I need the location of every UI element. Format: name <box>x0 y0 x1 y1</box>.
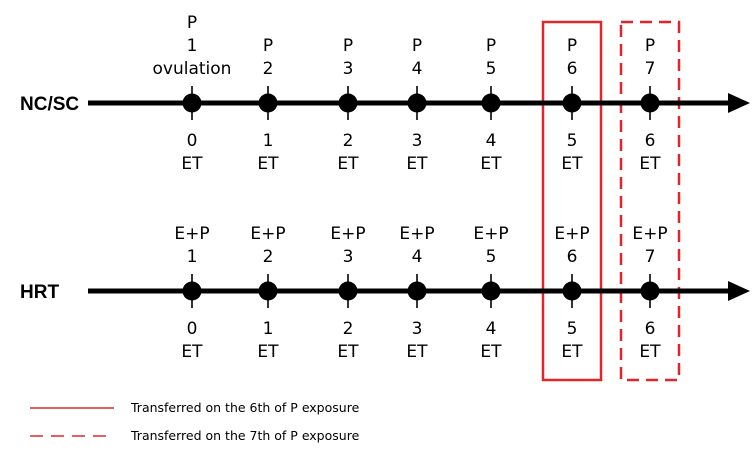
bottom-label: ET <box>337 154 359 174</box>
top-label: P <box>567 36 577 56</box>
bottom-label: 0 <box>187 319 198 339</box>
top-label: P <box>645 36 655 56</box>
timeline-node <box>481 281 501 301</box>
top-label: E+P <box>473 224 508 244</box>
legend-label-dashed: Transferred on the 7th of P exposure <box>130 428 360 443</box>
highlight-box-dashed <box>619 20 681 382</box>
bottom-label: 1 <box>263 131 274 151</box>
bottom-label: ET <box>257 342 279 362</box>
top-label: 7 <box>645 59 656 79</box>
timeline-node <box>258 281 278 301</box>
top-label: 1 <box>187 247 198 267</box>
highlight-box-solid <box>541 20 603 382</box>
timeline-node <box>481 93 501 113</box>
timeline-node <box>258 93 278 113</box>
timeline-node <box>338 281 358 301</box>
timeline-node <box>407 93 427 113</box>
top-label: 3 <box>343 247 354 267</box>
top-label: P <box>486 36 496 56</box>
bottom-label: 5 <box>567 319 578 339</box>
bottom-label: 6 <box>645 319 656 339</box>
arrow-head-icon <box>728 281 750 301</box>
bottom-label: ET <box>181 342 203 362</box>
top-label: 2 <box>263 59 274 79</box>
bottom-label: ET <box>406 342 428 362</box>
top-label: 7 <box>645 247 656 267</box>
bottom-label: ET <box>561 154 583 174</box>
top-label: E+P <box>330 224 365 244</box>
top-label: E+P <box>554 224 589 244</box>
top-label: 6 <box>567 59 578 79</box>
arrow-head-icon <box>728 93 750 113</box>
bottom-label: ET <box>480 342 502 362</box>
top-label: 5 <box>486 247 497 267</box>
top-label: 1 <box>187 36 198 56</box>
row-label-hrt: HRT <box>20 282 59 303</box>
top-label: 3 <box>343 59 354 79</box>
bottom-label: 2 <box>343 319 354 339</box>
top-label: E+P <box>250 224 285 244</box>
top-label: ovulation <box>153 59 232 79</box>
timeline-node <box>562 93 582 113</box>
bottom-label: ET <box>257 154 279 174</box>
bottom-label: 3 <box>412 131 423 151</box>
bottom-label: 4 <box>486 131 497 151</box>
bottom-label: 3 <box>412 319 423 339</box>
bottom-label: ET <box>406 154 428 174</box>
bottom-label: ET <box>639 154 661 174</box>
bottom-label: ET <box>181 154 203 174</box>
top-label: 2 <box>263 247 274 267</box>
top-label: E+P <box>174 224 209 244</box>
timeline-node <box>562 281 582 301</box>
top-label: 5 <box>486 59 497 79</box>
bottom-label: 1 <box>263 319 274 339</box>
timeline-node <box>182 93 202 113</box>
top-label: P <box>187 13 197 33</box>
top-label: 4 <box>412 59 423 79</box>
bottom-label: 0 <box>187 131 198 151</box>
top-label: P <box>412 36 422 56</box>
bottom-label: 6 <box>645 131 656 151</box>
timeline-node <box>338 93 358 113</box>
bottom-label: 5 <box>567 131 578 151</box>
timeline-node <box>182 281 202 301</box>
top-label: 4 <box>412 247 423 267</box>
bottom-label: ET <box>639 342 661 362</box>
top-label: P <box>343 36 353 56</box>
bottom-label: ET <box>480 154 502 174</box>
bottom-label: 4 <box>486 319 497 339</box>
top-label: E+P <box>399 224 434 244</box>
top-label: E+P <box>632 224 667 244</box>
timeline-node <box>640 93 660 113</box>
timeline-node <box>640 281 660 301</box>
top-label: P <box>263 36 273 56</box>
legend-label-solid: Transferred on the 6th of P exposure <box>130 400 360 415</box>
timeline-node <box>407 281 427 301</box>
row-label-nc-sc: NC/SC <box>20 94 79 115</box>
bottom-label: ET <box>337 342 359 362</box>
bottom-label: ET <box>561 342 583 362</box>
bottom-label: 2 <box>343 131 354 151</box>
top-label: 6 <box>567 247 578 267</box>
